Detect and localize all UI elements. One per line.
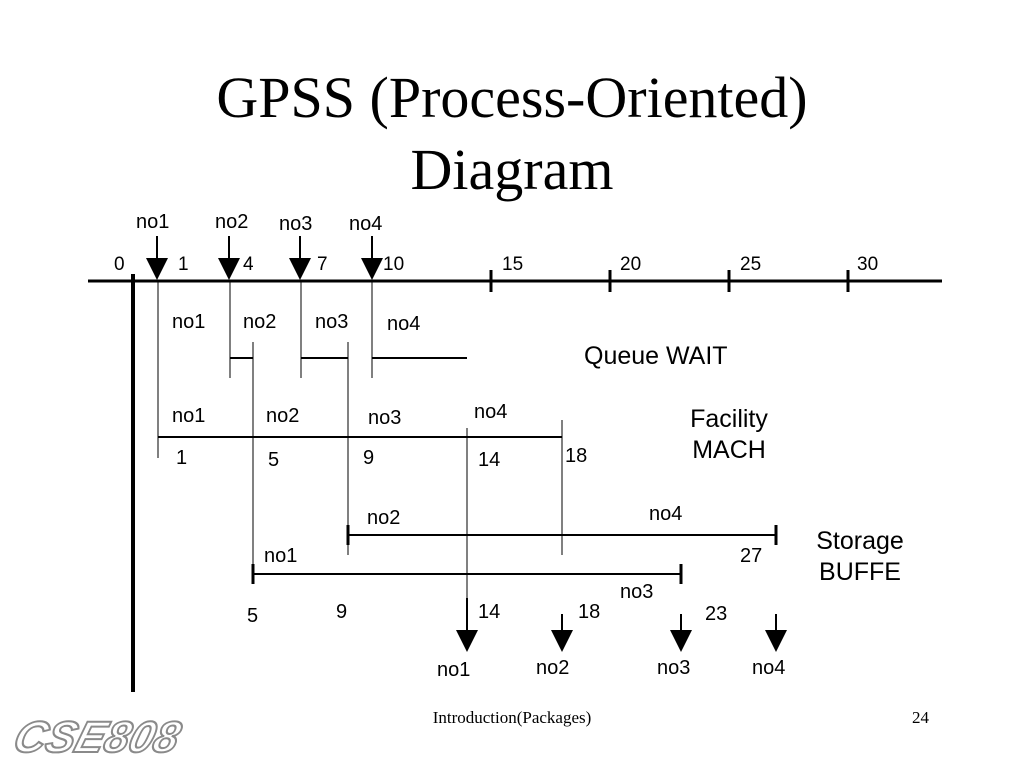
queue-entry-label: no2 [243, 311, 276, 333]
logo-text: CSE808 [8, 712, 186, 762]
facility-time-label: 1 [176, 447, 187, 469]
storage-time-label: 23 [705, 603, 727, 625]
storage-time-label: 18 [578, 601, 600, 623]
storage-entry-label: no4 [649, 503, 682, 525]
queue-entry-label: no4 [387, 313, 420, 335]
storage-entry-label: no3 [620, 581, 653, 603]
facility-time-label: 18 [565, 445, 587, 467]
page-number: 24 [912, 708, 929, 727]
axis-origin-label: 0 [114, 254, 125, 275]
storage-time-label: 5 [247, 605, 258, 627]
axis-tick-label: 25 [740, 254, 761, 275]
axis-tick-label: 20 [620, 254, 641, 275]
storage-time-label: 14 [478, 601, 500, 623]
facility-label-line-2: MACH [692, 436, 766, 464]
departure-label: no2 [536, 657, 569, 679]
arrival-arrow [218, 236, 240, 280]
arrival-arrow [289, 236, 311, 280]
arrival-arrow [146, 236, 168, 280]
departure-arrow [670, 614, 692, 652]
facility-time-label: 9 [363, 447, 374, 469]
arrival-arrow [361, 236, 383, 280]
axis-tick-label: 10 [383, 254, 404, 275]
arrival-label: no1 [136, 211, 169, 233]
facility-entry-label: no4 [474, 401, 507, 423]
facility-time-label: 5 [268, 449, 279, 471]
departure-arrow [551, 614, 573, 652]
cse808-logo: CSE808 [7, 711, 187, 763]
facility-label-line-1: Facility [690, 405, 768, 433]
slide-title: GPSS (Process-Oriented) Diagram [0, 62, 1024, 206]
axis-tick-label: 30 [857, 254, 878, 275]
queue-entry-label: no3 [315, 311, 348, 333]
storage-label-line-2: BUFFE [819, 558, 901, 586]
guide-lines [157, 281, 563, 598]
queue-wait-label: Queue WAIT [584, 342, 728, 370]
departure-arrow [765, 614, 787, 652]
departure-label: no3 [657, 657, 690, 679]
storage-entry-label: no1 [264, 545, 297, 567]
footer-caption: Introduction(Packages) [432, 708, 592, 727]
arrival-label: no4 [349, 213, 382, 235]
departure-label: no4 [752, 657, 785, 679]
axis-tick-label: 4 [243, 254, 254, 275]
queue-entry-label: no1 [172, 311, 205, 333]
departure-arrow [456, 598, 478, 652]
axis-tick-label: 15 [502, 254, 523, 275]
axis-tick-label: 7 [317, 254, 328, 275]
storage-entry-label: no2 [367, 507, 400, 529]
facility-entry-label: no2 [266, 405, 299, 427]
facility-entry-label: no3 [368, 407, 401, 429]
axis-tick-label: 1 [178, 254, 189, 275]
storage-time-label: 9 [336, 601, 347, 623]
facility-entry-label: no1 [172, 405, 205, 427]
storage-end-time-label: 27 [740, 545, 762, 567]
title-line-2: Diagram [410, 137, 614, 202]
arrival-label: no2 [215, 211, 248, 233]
arrival-label: no3 [279, 213, 312, 235]
storage-label-line-1: Storage [816, 527, 904, 555]
title-line-1: GPSS (Process-Oriented) [216, 65, 808, 130]
facility-time-label: 14 [478, 449, 500, 471]
departure-label: no1 [437, 659, 470, 681]
